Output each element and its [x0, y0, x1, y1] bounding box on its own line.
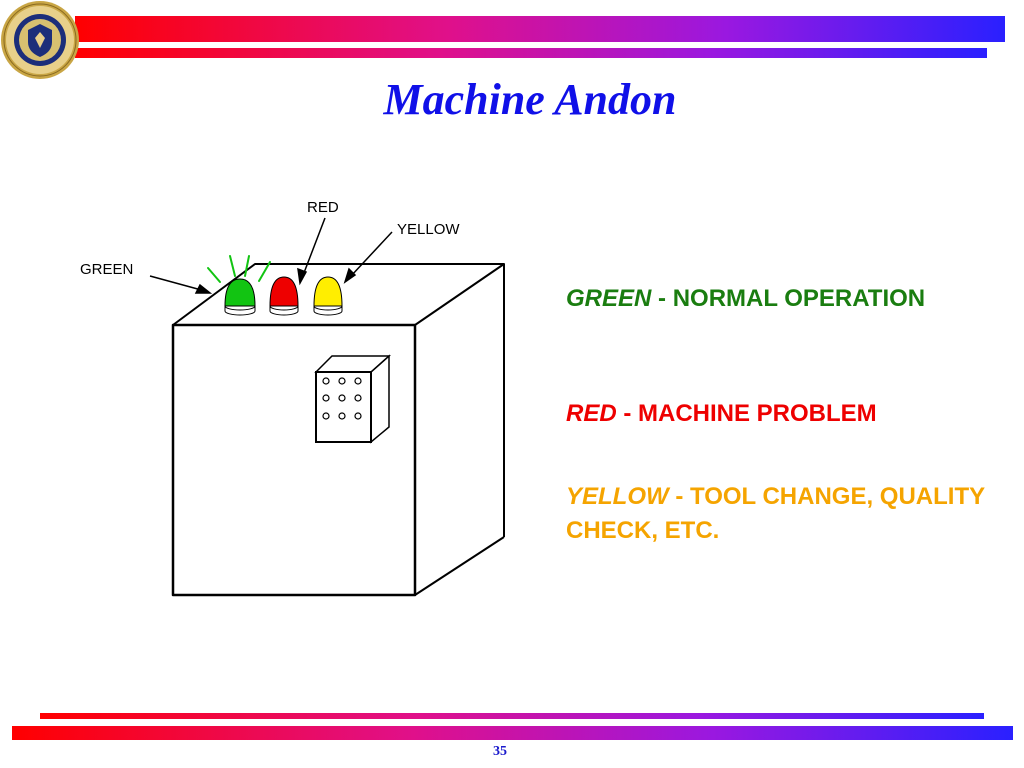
- green-arrowhead: [194, 283, 213, 294]
- legend-key-green: GREEN: [566, 285, 652, 312]
- legend-key-yellow: YELLOW: [566, 483, 669, 510]
- green-callout-label: GREEN: [80, 261, 133, 278]
- red-callout-line: [301, 217, 326, 279]
- red-arrowhead: [297, 267, 308, 286]
- yellow-callout-label: YELLOW: [397, 221, 460, 238]
- green-callout-line: [149, 275, 206, 292]
- footer-decor-bar-top: [40, 713, 984, 719]
- callout-arrows: [149, 217, 393, 294]
- header-decor-bar-top: [75, 16, 1005, 42]
- red-light: [269, 276, 299, 316]
- legend-item-red: RED - MACHINE PROBLEM: [566, 397, 986, 431]
- green-light: [207, 255, 271, 316]
- red-callout-label: RED: [307, 199, 339, 216]
- page-number: 35: [493, 744, 507, 759]
- green-light-glow-rays: [207, 255, 271, 283]
- machine-cabinet: [171, 263, 505, 597]
- yellow-light: [313, 276, 343, 316]
- legend-key-red: RED: [566, 400, 617, 427]
- legend-item-yellow: YELLOW - TOOL CHANGE, QUALITY CHECK, ETC…: [566, 480, 986, 548]
- institution-seal-logo: [1, 1, 79, 79]
- footer-decor-bar-bottom: [12, 726, 1013, 740]
- keypad-buttons: [322, 377, 362, 420]
- legend-desc-red: - MACHINE PROBLEM: [616, 400, 877, 427]
- legend-desc-green: - NORMAL OPERATION: [651, 285, 926, 312]
- control-keypad: [314, 354, 391, 444]
- yellow-callout-line: [350, 231, 393, 277]
- slide-title: Machine Andon: [383, 75, 677, 124]
- legend-desc-yellow: - TOOL CHANGE, QUALITY CHECK, ETC.: [566, 483, 985, 544]
- yellow-arrowhead: [343, 267, 357, 284]
- legend-item-green: GREEN - NORMAL OPERATION: [566, 282, 986, 316]
- header-decor-bar-bottom: [75, 48, 987, 58]
